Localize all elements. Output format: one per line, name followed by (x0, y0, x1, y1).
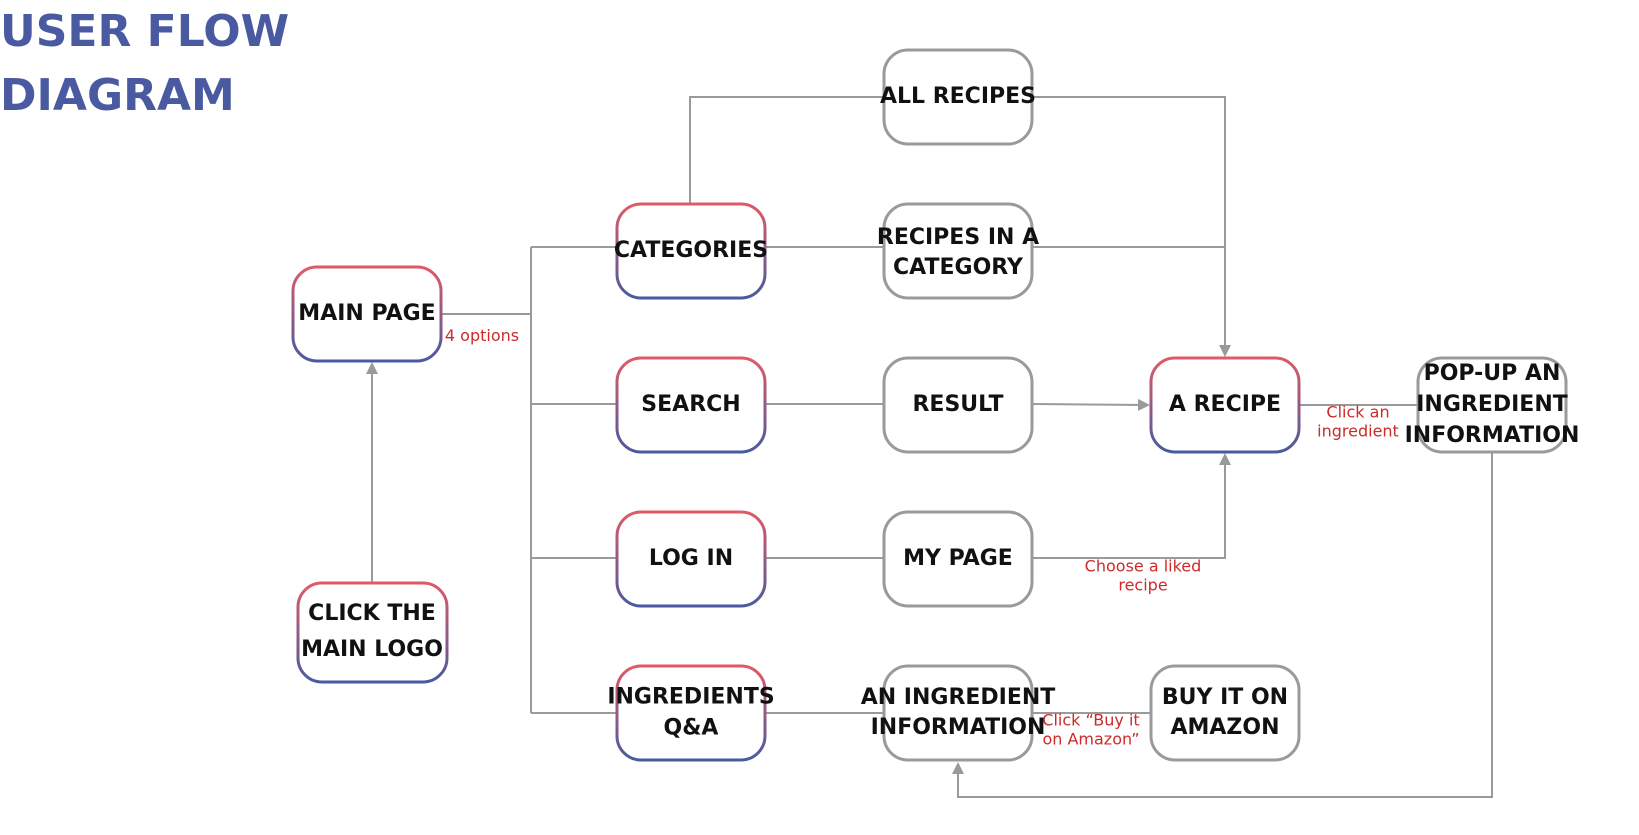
node-my-page-label: MY PAGE (903, 546, 1013, 571)
text-line: Click an (1326, 402, 1389, 421)
text-line: MAIN LOGO (301, 637, 443, 662)
node-popup-ingredient-information-label: POP-UP AN INGREDIENT INFORMATION (1405, 361, 1580, 448)
text-line: Click “Buy it (1042, 710, 1139, 729)
link-result-to-recipe (1032, 398, 1150, 411)
node-all-recipes[interactable]: ALL RECIPES (880, 48, 1036, 146)
text-line: RESULT (912, 392, 1003, 417)
text-line: AMAZON (1170, 715, 1279, 740)
node-an-ingredient-information-label: AN INGREDIENT INFORMATION (861, 685, 1056, 740)
text-line: ingredient (1317, 421, 1399, 440)
node-my-page[interactable]: MY PAGE (882, 510, 1034, 608)
link-all-recipes-to-recipe (1033, 96, 1231, 357)
text-line: Q&A (664, 716, 719, 741)
text-line: A RECIPE (1169, 392, 1281, 417)
label-four-options: 4 options (445, 326, 519, 345)
text-line: Choose a liked (1085, 556, 1202, 575)
node-categories[interactable]: CATEGORIES (614, 202, 768, 300)
text-line: ALL RECIPES (880, 84, 1036, 109)
text-line: on Amazon” (1042, 729, 1139, 748)
text-line: MY PAGE (903, 546, 1013, 571)
node-a-recipe-label: A RECIPE (1169, 392, 1281, 417)
node-click-main-logo[interactable]: CLICK THE MAIN LOGO (296, 581, 449, 684)
node-result-label: RESULT (912, 392, 1003, 417)
text-line: INFORMATION (1405, 423, 1580, 448)
node-main-page-label: MAIN PAGE (298, 301, 435, 326)
text-line: CATEGORY (893, 255, 1024, 280)
link-popup-to-info (952, 453, 1493, 798)
text-line: AN INGREDIENT (861, 685, 1056, 710)
text-line: recipe (1118, 575, 1167, 594)
text-line: INGREDIENT (1416, 392, 1568, 417)
node-buy-it-on-amazon[interactable]: BUY IT ON AMAZON (1149, 664, 1301, 762)
text-line: INGREDIENTS (607, 685, 774, 710)
node-log-in[interactable]: LOG IN (615, 510, 767, 608)
node-all-recipes-label: ALL RECIPES (880, 84, 1036, 109)
node-recipes-in-category[interactable]: RECIPES IN A CATEGORY (877, 202, 1039, 300)
node-buy-it-on-amazon-label: BUY IT ON AMAZON (1162, 685, 1288, 740)
link-my-page-to-recipe (1033, 453, 1231, 559)
node-an-ingredient-information[interactable]: AN INGREDIENT INFORMATION (861, 664, 1056, 762)
diagram-title-line2: DIAGRAM (0, 70, 235, 121)
node-ingredients-qa-label: INGREDIENTS Q&A (607, 685, 774, 741)
node-search[interactable]: SEARCH (615, 356, 767, 454)
node-log-in-label: LOG IN (649, 546, 733, 571)
text-line: MAIN PAGE (298, 301, 435, 326)
connectors (366, 96, 1493, 798)
node-a-recipe[interactable]: A RECIPE (1149, 356, 1301, 454)
node-result[interactable]: RESULT (882, 356, 1034, 454)
node-ingredients-qa[interactable]: INGREDIENTS Q&A (607, 664, 775, 762)
text-line: CATEGORIES (614, 238, 768, 263)
node-categories-label: CATEGORIES (614, 238, 768, 263)
text-line: RECIPES IN A (877, 225, 1039, 250)
text-line: BUY IT ON (1162, 685, 1288, 710)
text-line: POP-UP AN (1424, 361, 1561, 386)
node-search-label: SEARCH (641, 392, 740, 417)
text-line: SEARCH (641, 392, 740, 417)
text-line: LOG IN (649, 546, 733, 571)
text-line: CLICK THE (308, 601, 436, 626)
link-categories-to-all-recipes (689, 96, 884, 204)
node-popup-ingredient-information[interactable]: POP-UP AN INGREDIENT INFORMATION (1405, 356, 1580, 454)
text-line: INFORMATION (871, 715, 1046, 740)
node-recipes-in-category-label: RECIPES IN A CATEGORY (877, 225, 1039, 280)
node-click-main-logo-label: CLICK THE MAIN LOGO (301, 601, 443, 662)
diagram-title-line1: USER FLOW (0, 6, 289, 57)
text-line: 4 options (445, 326, 519, 345)
node-main-page[interactable]: MAIN PAGE (291, 265, 443, 363)
